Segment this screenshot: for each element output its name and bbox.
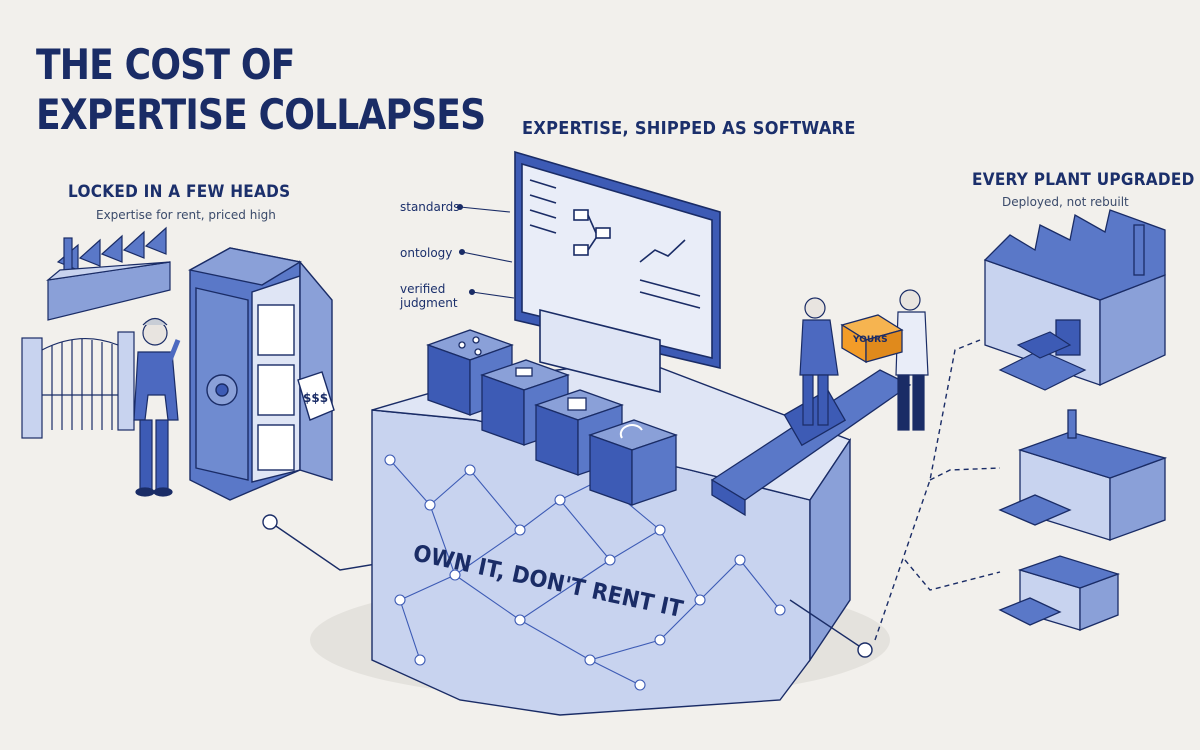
callout-ontology: ontology (400, 246, 453, 260)
title-line-1: THE COST OF (36, 40, 295, 89)
yours-box-icon (840, 314, 904, 364)
left-subcaption: Expertise for rent, priced high (96, 208, 276, 222)
factory-large-icon (983, 209, 1166, 387)
factory-large-modules (998, 331, 1087, 391)
center-caption: EXPERTISE, SHIPPED AS SOFTWARE (522, 118, 856, 139)
right-caption: EVERY PLANT UPGRADED (972, 170, 1195, 190)
yours-label: YOURS (852, 335, 888, 345)
people-exchange-icon (799, 289, 929, 431)
factory-medium-icon (998, 409, 1168, 541)
callout-standards: standards (400, 200, 460, 214)
module-stack-4 (588, 419, 678, 506)
left-caption: LOCKED IN A FEW HEADS (68, 182, 291, 202)
expert-person-icon (133, 317, 181, 497)
factory-small-icon (998, 555, 1121, 631)
callout-lines (456, 203, 515, 299)
title-line-2: EXPERTISE COLLAPSES (36, 90, 486, 139)
network-graph-icon (384, 454, 786, 691)
left-factory-icon (45, 226, 171, 321)
price-tag-text: $$$ (303, 391, 328, 405)
right-subcaption: Deployed, not rebuilt (1002, 195, 1129, 209)
callout-verified-judgment: verified judgment (400, 282, 458, 310)
gate-icon (21, 331, 135, 439)
vault-icon (188, 247, 335, 501)
right-connector (789, 339, 1001, 658)
page-title: THE COST OF EXPERTISE COLLAPSES (36, 40, 486, 140)
monitor-icon (514, 150, 721, 394)
